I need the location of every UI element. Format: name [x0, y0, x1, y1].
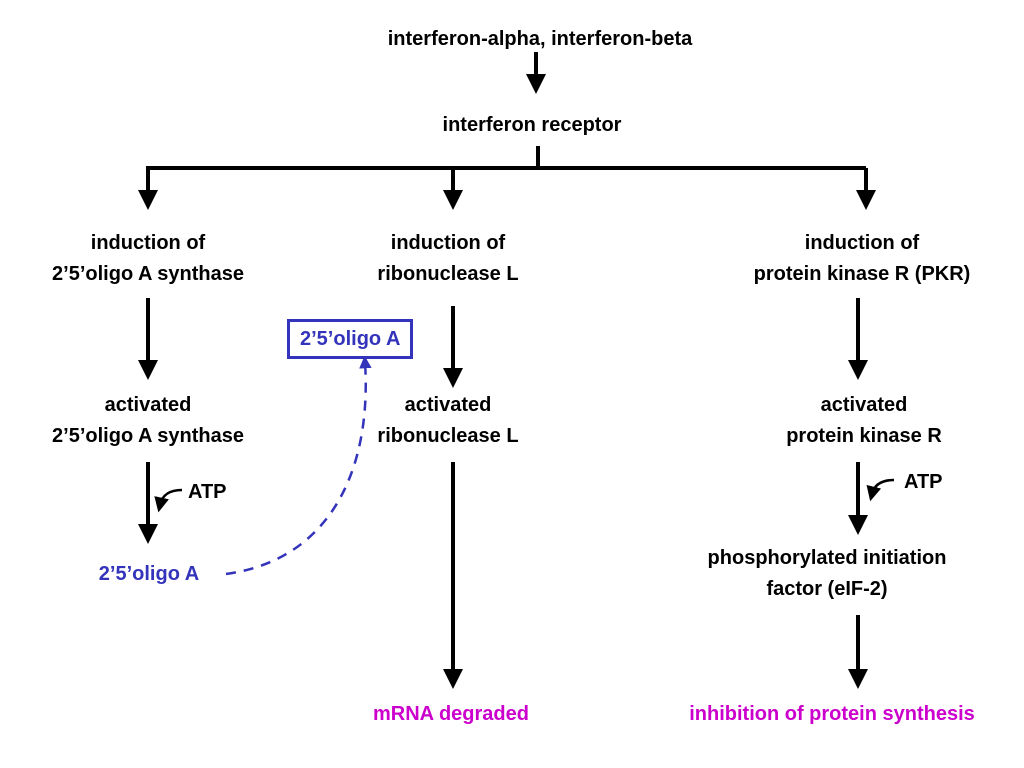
induction-rnasel-label: induction of ribonuclease L [328, 228, 568, 290]
induction-pkr-line2: protein kinase R (PKR) [753, 263, 971, 285]
activated-pkr-label: activated protein kinase R [714, 390, 1014, 452]
activated-pkr-line1: activated [820, 394, 908, 416]
oligo-a-box: 2’5’oligo A [287, 319, 414, 359]
activated-rnasel-line2: ribonuclease L [377, 425, 519, 447]
atp-left-input-arrow [154, 488, 183, 513]
activated-oas-line2: 2’5’oligo A synthase [52, 425, 244, 447]
induction-pkr-label: induction of protein kinase R (PKR) [712, 228, 1012, 290]
oligo-a-feedback-arrow [225, 355, 372, 576]
phosphorylated-line1: phosphorylated initiation [707, 547, 947, 569]
induction-pkr-line1: induction of [804, 232, 920, 254]
induction-rnasel-line2: ribonuclease L [377, 263, 519, 285]
atp-right-input-arrow [866, 478, 895, 502]
activated-rnasel-label: activated ribonuclease L [328, 390, 568, 452]
oligo-a-product-label: 2’5’oligo A [98, 563, 200, 585]
activated-oas-label: activated 2’5’oligo A synthase [8, 390, 288, 452]
activated-rnasel-line1: activated [404, 394, 492, 416]
receptor-label: interferon receptor [442, 114, 622, 136]
activated-pkr-line2: protein kinase R [786, 425, 942, 447]
interferons-label: interferon-alpha, interferon-beta [387, 28, 693, 50]
inhibition-protein-synthesis-label: inhibition of protein synthesis [689, 703, 975, 725]
atp-right-label: ATP [904, 471, 943, 493]
activated-oas-line1: activated [104, 394, 192, 416]
induction-oas-line1: induction of [90, 232, 206, 254]
phosphorylated-line2: factor (eIF-2) [766, 578, 888, 600]
phosphorylated-eif2-label: phosphorylated initiation factor (eIF-2) [662, 543, 992, 605]
induction-oas-label: induction of 2’5’oligo A synthase [8, 228, 288, 290]
atp-left-label: ATP [188, 481, 227, 503]
induction-oas-line2: 2’5’oligo A synthase [52, 263, 244, 285]
induction-rnasel-line1: induction of [390, 232, 506, 254]
mrna-degraded-label: mRNA degraded [373, 703, 529, 725]
